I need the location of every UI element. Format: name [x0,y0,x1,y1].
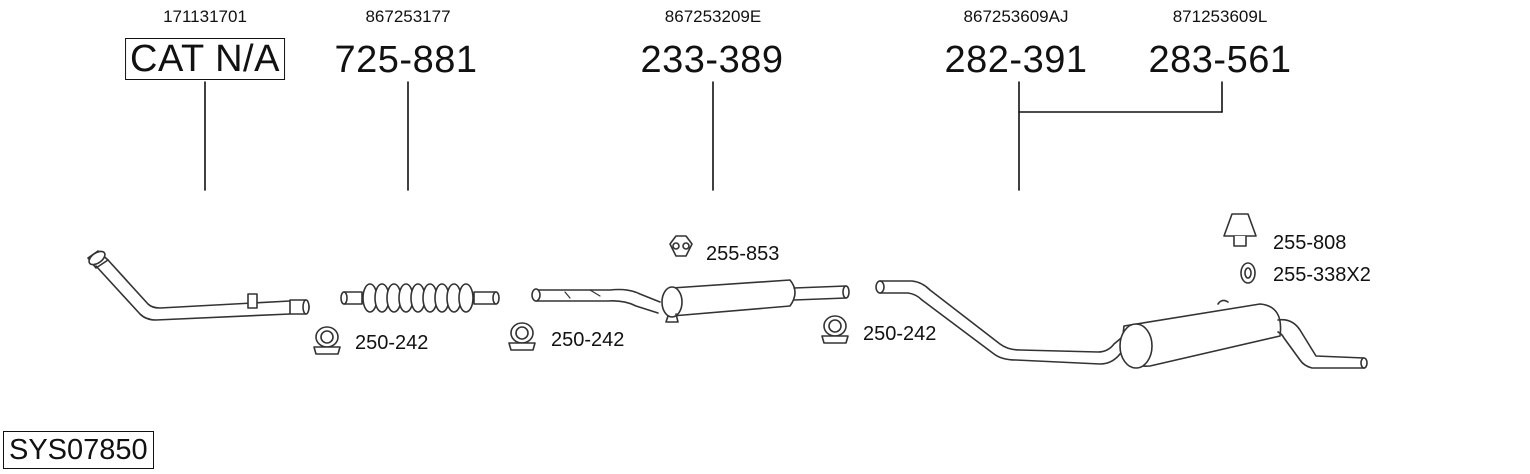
oem-number-2: 867253177 [365,7,451,26]
rubber-mount-label: 255-808 [1273,232,1347,254]
rubber-mount-part [1223,213,1257,247]
hanger-label: 255-853 [706,243,780,265]
part-number-2: 725-881 [334,39,478,81]
ring-label: 255-338X2 [1273,264,1371,286]
clamp-label-3: 250-242 [863,323,937,345]
system-code: SYS07850 [3,431,154,469]
clamp-1 [313,326,341,355]
oem-number-1: 171131701 [163,7,247,26]
hanger-part [669,235,693,257]
rear-section [875,280,1368,369]
flex-pipe [340,283,500,313]
oem-number-3: 867253209E [664,7,762,26]
oem-number-4: 867253609AJ [963,7,1069,26]
part-number-1: CAT N/A [125,38,285,80]
part-number-4: 282-391 [944,39,1088,81]
front-pipe [87,250,310,321]
ring-part [1240,262,1256,284]
clamp-label-1: 250-242 [355,332,429,354]
clamp-label-2: 250-242 [551,329,625,351]
middle-silencer [531,279,850,323]
oem-number-5: 871253609L [1172,7,1268,26]
part-number-3: 233-389 [640,39,784,81]
clamp-2 [508,322,536,351]
leader-lines [204,81,1223,191]
clamp-3 [821,315,849,344]
part-number-5: 283-561 [1148,39,1292,81]
